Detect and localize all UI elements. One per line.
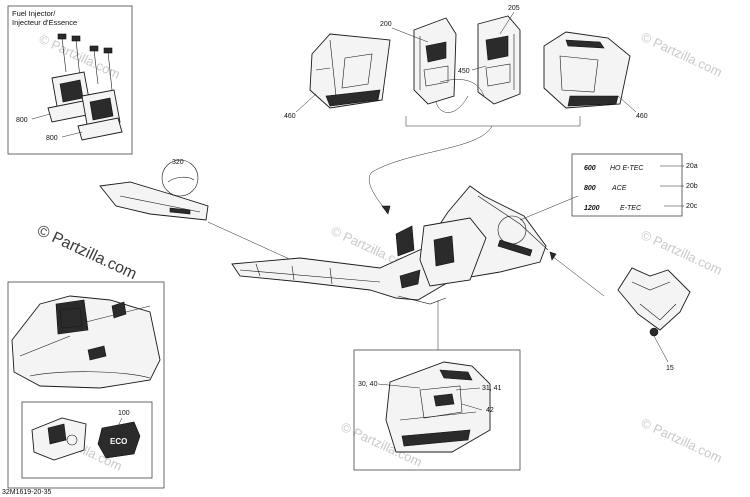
- callout-205: 205: [508, 5, 520, 12]
- footer-code: 32M1619-20-35: [2, 489, 52, 496]
- side-panel-left: [309, 33, 391, 109]
- windshield-15: [617, 267, 691, 337]
- inset-frame: [7, 5, 133, 155]
- callout-200: 200: [380, 21, 392, 28]
- decal-stack: 600 HO E-TEC 800 ACE 1200 E-TEC: [571, 153, 684, 217]
- watermark-text: © Partzilla.com: [639, 29, 725, 80]
- callout-800: 800: [16, 117, 28, 124]
- callout-800: 800: [46, 135, 58, 142]
- callout-20b: 20b: [686, 183, 698, 190]
- callout-30-40: 30, 40: [358, 381, 378, 388]
- side-panel-right: [543, 31, 631, 109]
- watermark-text: © Partzilla.com: [639, 415, 725, 466]
- front-panel-200: [413, 17, 457, 105]
- snowmobile-chassis: [231, 185, 549, 305]
- callout-460-right: 460: [636, 113, 648, 120]
- decal-1200-suffix: E-TEC: [620, 205, 642, 212]
- injector-bolts: [57, 33, 113, 91]
- decal-600-suffix: HO E-TEC: [610, 165, 644, 172]
- decal-800-suffix: ACE: [611, 185, 627, 192]
- eco-badge: [97, 421, 141, 459]
- callout-15: 15: [666, 365, 674, 372]
- partzilla-watermark: © Partzilla.com: [34, 222, 139, 283]
- rear-decal-320: 320: [99, 159, 209, 221]
- eco-badge-text: ECO: [110, 437, 127, 446]
- callout-20a: 20a: [686, 163, 698, 170]
- callout-31-41: 31, 41: [482, 385, 502, 392]
- callout-450: 450: [458, 68, 470, 75]
- inset-frame: [353, 349, 521, 471]
- inset-title-line2: Injecteur d'Essence: [12, 18, 77, 27]
- inset-title-line1: Fuel Injector/: [12, 9, 56, 18]
- callout-42: 42: [486, 407, 494, 414]
- watermark-text: © Partzilla.com: [639, 227, 725, 278]
- callout-20c: 20c: [686, 203, 698, 210]
- decal-600: 600: [584, 165, 596, 172]
- callout-460-left: 460: [284, 113, 296, 120]
- front-panel-205: [477, 15, 521, 105]
- decal-1200: 1200: [584, 205, 600, 212]
- dashboard-inset: ECO: [7, 281, 165, 489]
- decal-800: 800: [584, 185, 596, 192]
- callout-320: 320: [172, 159, 184, 166]
- group-bracket: [405, 116, 581, 127]
- callout-100: 100: [118, 410, 130, 417]
- side-panel-inset: [353, 349, 521, 471]
- inset-frame: [7, 281, 165, 489]
- fuel-injector-inset: Fuel Injector/ Injecteur d'Essence 800 8…: [7, 5, 133, 155]
